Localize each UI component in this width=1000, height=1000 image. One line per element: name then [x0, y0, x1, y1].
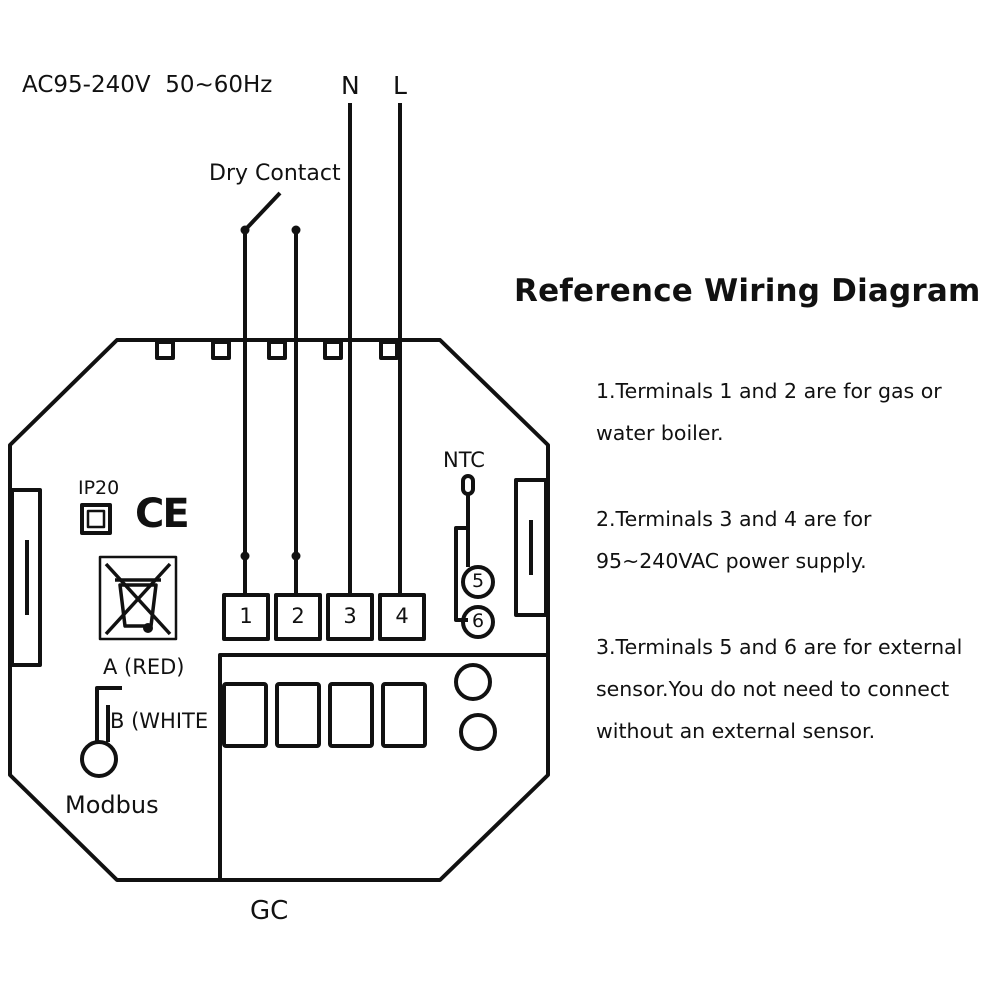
sensor-terminal-6 [461, 605, 495, 639]
top-clip [267, 340, 287, 360]
top-clip [323, 340, 343, 360]
ntc-probe [461, 474, 475, 496]
gc-label: GC [250, 896, 289, 926]
weee-frame [98, 555, 178, 641]
dry-contact-switch [243, 191, 282, 232]
contact-dot [291, 551, 301, 561]
left-latch [10, 488, 42, 667]
top-clip [211, 340, 231, 360]
ce-mark: CE [135, 491, 190, 537]
dry-contact-label: Dry Contact [209, 161, 343, 186]
modbus-a-label: A (RED) [103, 655, 185, 679]
weee-bin [118, 583, 158, 628]
ntc-label: NTC [443, 448, 485, 472]
note-3-line-2: sensor.You do not need to connect [596, 677, 950, 701]
note-2-line-1: 2.Terminals 3 and 4 are for [596, 507, 872, 531]
screw-hole [459, 713, 497, 751]
weee-cross-2 [104, 562, 172, 636]
modbus-port [80, 740, 118, 778]
ip20-label: IP20 [78, 477, 120, 499]
note-3: 3.Terminals 5 and 6 are for external sen… [596, 626, 962, 752]
ip20-symbol [80, 503, 112, 535]
note-1-line-2: water boiler. [596, 421, 724, 445]
lower-slot [328, 682, 374, 748]
terminal-label-3: 3 [343, 604, 357, 628]
terminal-label-4: 4 [395, 604, 409, 628]
note-2-line-2: 95~240VAC power supply. [596, 549, 867, 573]
diagram-title: Reference Wiring Diagram [514, 273, 981, 309]
contact-dot [240, 225, 250, 235]
screw-hole [454, 663, 492, 701]
line-label: L [393, 71, 407, 100]
sensor-terminal-label-6: 6 [471, 610, 485, 632]
lower-slot [381, 682, 427, 748]
modbus-b-label: B (WHITE [110, 709, 209, 733]
note-1-line-1: 1.Terminals 1 and 2 are for gas or [596, 379, 942, 403]
modbus-label: Modbus [65, 791, 159, 819]
note-2: 2.Terminals 3 and 4 are for 95~240VAC po… [596, 498, 871, 582]
neutral-label: N [341, 71, 360, 100]
lower-slot [275, 682, 321, 748]
note-3-line-1: 3.Terminals 5 and 6 are for external [596, 635, 963, 659]
sensor-terminal-label-5: 5 [471, 570, 485, 592]
ip20-symbol-inner [86, 509, 106, 529]
modbus-lead-a [95, 686, 122, 742]
sensor-terminal-5 [461, 565, 495, 599]
right-latch [514, 478, 548, 617]
note-1: 1.Terminals 1 and 2 are for gas or water… [596, 370, 942, 454]
lower-slot [222, 682, 268, 748]
top-clip [379, 340, 399, 360]
terminal-label-1: 1 [239, 604, 253, 628]
contact-dot [291, 225, 301, 235]
power-supply-label: AC95-240V 50~60Hz [22, 72, 273, 98]
terminal-label-2: 2 [291, 604, 305, 628]
weee-wheel [143, 623, 153, 633]
base-divider [218, 653, 548, 880]
contact-dot [240, 551, 250, 561]
note-3-line-3: without an external sensor. [596, 719, 876, 743]
top-clip [155, 340, 175, 360]
